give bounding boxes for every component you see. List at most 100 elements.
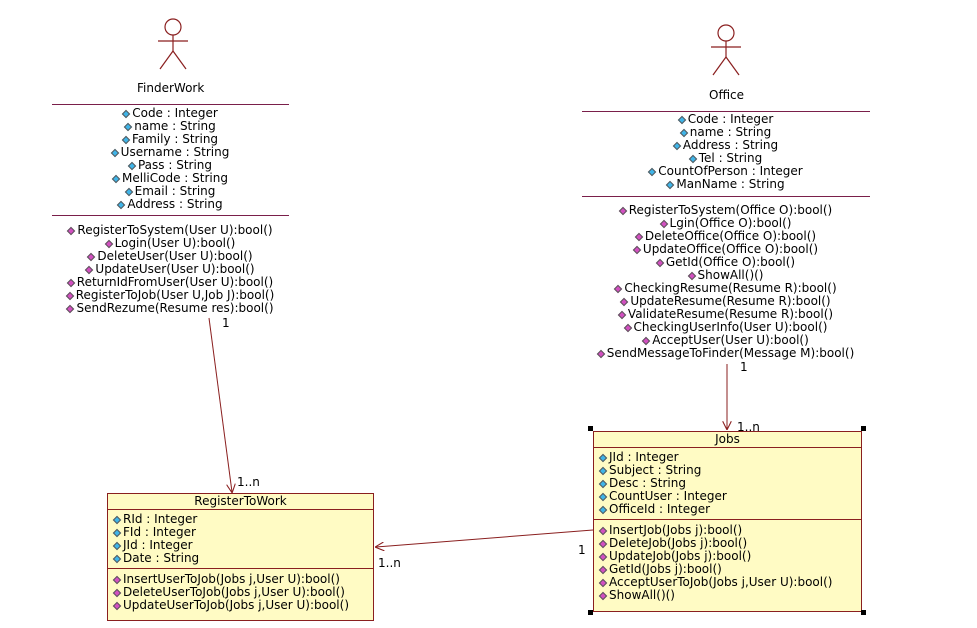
attribute-row[interactable]: Email : String bbox=[52, 185, 289, 198]
operation-row[interactable]: UpdateResume(Resume R):bool() bbox=[582, 295, 870, 308]
selection-handle[interactable] bbox=[588, 426, 593, 431]
attribute-row[interactable]: CountOfPerson : Integer bbox=[582, 165, 870, 178]
operation-row[interactable]: CheckingUserInfo(User U):bool() bbox=[582, 321, 870, 334]
attribute-row[interactable]: JId : Integer bbox=[112, 538, 373, 552]
operation-row[interactable]: UpdateJob(Jobs j):bool() bbox=[598, 550, 861, 563]
operation-text: ShowAll()() bbox=[697, 268, 764, 282]
operation-row[interactable]: InsertUserToJob(Jobs j,User U):bool() bbox=[112, 573, 373, 586]
attribute-row[interactable]: Date : String bbox=[112, 552, 373, 565]
operation-row[interactable]: AcceptUserToJob(Jobs j,User U):bool() bbox=[598, 576, 861, 589]
attribute-icon bbox=[127, 161, 137, 170]
attribute-text: Email : String bbox=[134, 184, 216, 198]
attribute-row[interactable]: Pass : String bbox=[52, 159, 289, 172]
operation-text: RegisterToJob(User U,Job J):bool() bbox=[75, 288, 275, 302]
attribute-row[interactable]: MelliCode : String bbox=[52, 172, 289, 185]
operation-row[interactable]: RegisterToSystem(Office O):bool() bbox=[582, 204, 870, 217]
attribute-text: name : String bbox=[134, 119, 216, 133]
attribute-row[interactable]: Username : String bbox=[52, 146, 289, 159]
operation-row[interactable]: GetId(Jobs j):bool() bbox=[598, 563, 861, 576]
operation-icon bbox=[598, 552, 608, 561]
operation-icon bbox=[620, 297, 629, 306]
attribute-row[interactable]: name : String bbox=[52, 120, 289, 133]
attribute-text: name : String bbox=[689, 125, 772, 139]
operation-row[interactable]: ValidateResume(Resume R):bool() bbox=[582, 308, 870, 321]
operation-row[interactable]: InsertJob(Jobs j):bool() bbox=[598, 523, 861, 537]
operation-row[interactable]: UpdateOffice(Office O):bool() bbox=[582, 243, 870, 256]
attribute-text: JId : Integer bbox=[123, 538, 193, 552]
operation-row[interactable]: ShowAll()() bbox=[582, 269, 870, 282]
attribute-icon bbox=[117, 200, 126, 209]
operation-text: DeleteOffice(Office O):bool() bbox=[644, 229, 817, 243]
register-operations: InsertUserToJob(Jobs j,User U):bool()Del… bbox=[108, 569, 373, 612]
attribute-row[interactable]: Family : String bbox=[52, 133, 289, 146]
operation-text: CheckingUserInfo(User U):bool() bbox=[633, 320, 828, 334]
attribute-icon bbox=[112, 554, 122, 563]
attribute-row[interactable]: Address : String bbox=[582, 139, 870, 152]
operation-row[interactable]: UpdateUserToJob(Jobs j,User U):bool() bbox=[112, 599, 373, 612]
operation-icon bbox=[617, 310, 627, 319]
office-separator-top bbox=[582, 111, 870, 112]
operation-icon bbox=[623, 323, 632, 332]
attribute-row[interactable]: OfficeId : Integer bbox=[598, 503, 861, 516]
attribute-text: FId : Integer bbox=[123, 525, 196, 539]
operation-row[interactable]: UpdateUser(User U):bool() bbox=[52, 263, 289, 276]
operation-row[interactable]: RegisterToSystem(User U):bool() bbox=[52, 224, 289, 237]
finder-separator-mid bbox=[52, 215, 289, 216]
operation-row[interactable]: DeleteOffice(Office O):bool() bbox=[582, 230, 870, 243]
operation-row[interactable]: CheckingResume(Resume R):bool() bbox=[582, 282, 870, 295]
operation-row[interactable]: GetId(Office O):bool() bbox=[582, 256, 870, 269]
operation-row[interactable]: SendMessageToFinder(Message M):bool() bbox=[582, 347, 870, 360]
selection-handle[interactable] bbox=[861, 426, 866, 431]
operation-icon bbox=[85, 265, 94, 274]
attribute-icon bbox=[124, 187, 133, 196]
operation-icon bbox=[632, 245, 642, 254]
attribute-row[interactable]: Subject : String bbox=[598, 464, 861, 477]
attribute-row[interactable]: Tel : String bbox=[582, 152, 870, 165]
operation-text: SendRezume(Resume res):bool() bbox=[76, 301, 274, 315]
operation-row[interactable]: DeleteJob(Jobs j):bool() bbox=[598, 537, 861, 550]
office-separator-mid bbox=[582, 196, 870, 197]
selection-handle[interactable] bbox=[861, 610, 866, 615]
attribute-icon bbox=[112, 541, 122, 550]
operation-icon bbox=[614, 284, 623, 293]
attribute-text: JId : Integer bbox=[609, 450, 679, 464]
attribute-row[interactable]: RId : Integer bbox=[112, 513, 373, 526]
selection-handle[interactable] bbox=[588, 610, 593, 615]
operation-icon bbox=[596, 349, 605, 358]
operation-icon bbox=[598, 565, 608, 574]
finder-actor-name: FinderWork bbox=[137, 81, 205, 95]
jobs-class-title: Jobs bbox=[594, 432, 861, 448]
attribute-row[interactable]: JId : Integer bbox=[598, 450, 861, 464]
attribute-row[interactable]: Address : String bbox=[52, 198, 289, 211]
operation-row[interactable]: AcceptUser(User U):bool() bbox=[582, 334, 870, 347]
operation-row[interactable]: Login(User U):bool() bbox=[52, 237, 289, 250]
operation-row[interactable]: Lgin(Office O):bool() bbox=[582, 217, 870, 230]
operation-row[interactable]: ReturnIdFromUser(User U):bool() bbox=[52, 276, 289, 289]
attribute-icon bbox=[679, 128, 688, 137]
attribute-icon bbox=[648, 167, 657, 176]
operation-row[interactable]: DeleteUser(User U):bool() bbox=[52, 250, 289, 263]
operation-row[interactable]: ShowAll()() bbox=[598, 589, 861, 602]
attribute-row[interactable]: Code : Integer bbox=[582, 113, 870, 126]
operation-row[interactable]: RegisterToJob(User U,Job J):bool() bbox=[52, 289, 289, 302]
operation-row[interactable]: SendRezume(Resume res):bool() bbox=[52, 302, 289, 315]
operation-icon bbox=[641, 336, 651, 345]
attribute-row[interactable]: CountUser : Integer bbox=[598, 490, 861, 503]
attribute-row[interactable]: Desc : String bbox=[598, 477, 861, 490]
attribute-row[interactable]: FId : Integer bbox=[112, 525, 373, 539]
attribute-icon bbox=[598, 453, 608, 462]
attribute-row[interactable]: ManName : String bbox=[582, 178, 870, 191]
attribute-row[interactable]: Code : Integer bbox=[52, 107, 289, 120]
operation-icon bbox=[87, 252, 96, 261]
operation-text: InsertJob(Jobs j):bool() bbox=[609, 523, 743, 537]
operation-icon bbox=[112, 588, 122, 597]
attribute-icon bbox=[123, 122, 133, 131]
operation-row[interactable]: DeleteUserToJob(Jobs j,User U):bool() bbox=[112, 586, 373, 599]
attribute-icon bbox=[598, 466, 608, 475]
operation-icon bbox=[66, 304, 75, 313]
attribute-row[interactable]: name : String bbox=[582, 126, 870, 139]
